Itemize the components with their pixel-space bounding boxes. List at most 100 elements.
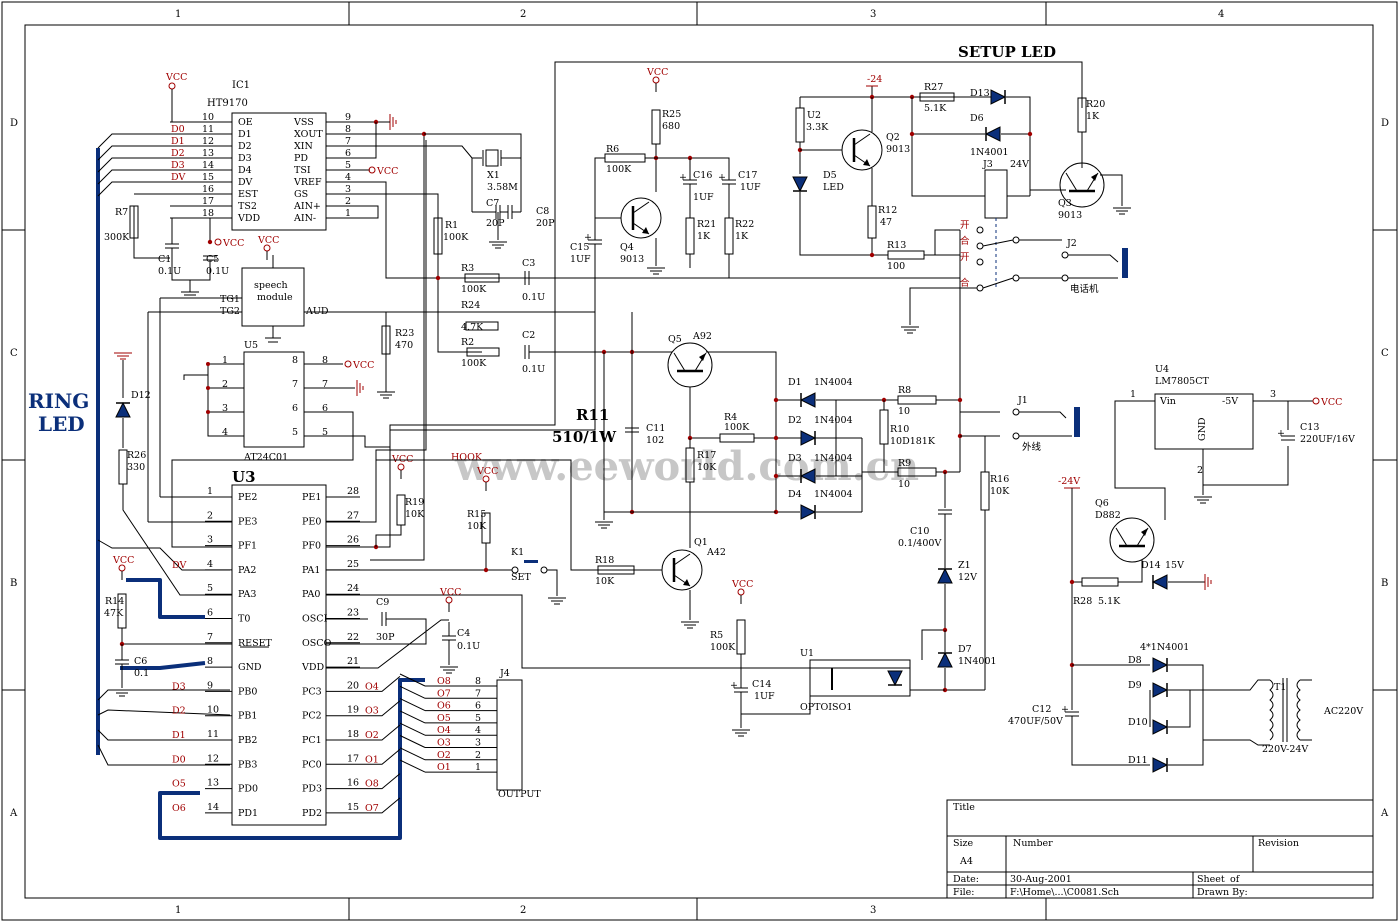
relay-common bbox=[1012, 236, 1020, 244]
u3-output-wire bbox=[360, 724, 401, 741]
u4-regulator: U4 LM7805CT Vin -5V GND 1 2 3 bbox=[1114, 364, 1313, 520]
j4-net-label: O2 bbox=[437, 750, 451, 761]
bridge-diode bbox=[799, 468, 816, 484]
r28-ref: R28 bbox=[1073, 596, 1092, 607]
u3-pin-number: 27 bbox=[347, 510, 359, 521]
u5-ext-pin-number: 5 bbox=[322, 427, 328, 438]
j2-ref: J2 bbox=[1066, 238, 1077, 249]
wire bbox=[375, 525, 402, 547]
j4-net-label: O3 bbox=[437, 738, 451, 749]
ic1-pin-name: EST bbox=[238, 189, 258, 200]
ic1-pin-name: AIN- bbox=[293, 213, 316, 224]
r26-ref: R26 bbox=[127, 450, 146, 461]
u3-pin-number: 5 bbox=[207, 583, 213, 594]
bridge-4x1n4001: 4*1N4001 bbox=[1140, 642, 1189, 653]
tb-title: Title bbox=[953, 802, 975, 813]
r1-value: 100K bbox=[443, 232, 469, 243]
junction-dot bbox=[773, 473, 779, 479]
u3-pin-name: PB2 bbox=[238, 735, 257, 746]
r10-resistor bbox=[879, 409, 889, 445]
j4-pin-number: 1 bbox=[475, 762, 481, 773]
j4-pin-number: 2 bbox=[475, 750, 481, 761]
ic1-pin-name: TS2 bbox=[238, 201, 257, 212]
ic1-vdd-vcc: VCC bbox=[214, 238, 244, 249]
neg24-label: -24 bbox=[867, 74, 882, 85]
u3-pin-number: 23 bbox=[347, 608, 359, 619]
relay-ground bbox=[901, 326, 919, 334]
ic1-pin-name: AIN+ bbox=[293, 201, 321, 212]
j1-contact bbox=[1012, 432, 1020, 440]
ic1-pin-number: 6 bbox=[345, 148, 351, 159]
external-line-label: 外线 bbox=[1022, 441, 1042, 453]
z1-ref: Z1 bbox=[958, 560, 971, 571]
c6-capacitor bbox=[115, 659, 129, 665]
vcc-circle bbox=[344, 360, 352, 368]
r10-value: 10D181K bbox=[890, 436, 936, 447]
ic1-pin-name: VDD bbox=[237, 213, 260, 224]
q1-value: A42 bbox=[706, 547, 726, 558]
u3-pin-name: PE0 bbox=[302, 516, 321, 527]
q4-value: 9013 bbox=[620, 254, 644, 265]
diode-body bbox=[1151, 574, 1168, 590]
relay-contact bbox=[976, 242, 984, 250]
switch-actuator bbox=[524, 560, 538, 563]
wire bbox=[209, 217, 232, 244]
frame-col-1-bottom: 1 bbox=[175, 905, 181, 916]
tb-file: File: bbox=[953, 887, 975, 898]
ic1-pin-number: 14 bbox=[202, 160, 214, 171]
c7-ref: C7 bbox=[486, 198, 499, 209]
vcc-circle bbox=[168, 82, 176, 90]
hook-label: HOOK bbox=[451, 452, 483, 463]
j3-value: 24V bbox=[1010, 159, 1029, 170]
relay-contact-label: 合 bbox=[960, 277, 970, 289]
u3-pin-number: 26 bbox=[347, 535, 359, 546]
u3-net-label: O4 bbox=[365, 681, 379, 692]
q3-ref: Q3 bbox=[1058, 198, 1072, 209]
wire bbox=[547, 569, 558, 596]
r23-ground bbox=[377, 391, 395, 399]
d5-value: LED bbox=[823, 182, 844, 193]
ic1-pin-name: D4 bbox=[238, 165, 252, 176]
r28-value: 5.1K bbox=[1098, 596, 1121, 607]
ic1-pin-name: OE bbox=[238, 117, 253, 128]
u4-pin2: 2 bbox=[1197, 465, 1203, 476]
u3-pin-name: PB0 bbox=[238, 686, 257, 697]
r6-resistor bbox=[604, 153, 646, 163]
wire bbox=[133, 206, 170, 259]
t1-ref: T1 bbox=[1274, 682, 1286, 693]
psu-diode-ref: D11 bbox=[1128, 755, 1148, 766]
r15-vcc: VCC bbox=[476, 466, 498, 491]
ic1-pin-number: 8 bbox=[345, 124, 351, 135]
j4-net-label: O5 bbox=[437, 713, 451, 724]
relay-contact bbox=[976, 258, 984, 266]
ic1-pin-number: 3 bbox=[345, 184, 351, 195]
r5-resistor bbox=[736, 619, 746, 655]
ic1-ref: IC1 bbox=[232, 80, 250, 91]
u3-pin-number: 13 bbox=[207, 778, 219, 789]
j4-bus-tap bbox=[399, 673, 426, 687]
diode-body bbox=[800, 430, 817, 446]
d6-value: 1N4001 bbox=[970, 147, 1009, 158]
diode-body bbox=[1152, 719, 1169, 735]
frame-row-b-right: B bbox=[1381, 578, 1388, 589]
ic1-pin-name: D3 bbox=[238, 153, 252, 164]
j4-pin-number: 7 bbox=[475, 688, 481, 699]
u3-pin-name: PF1 bbox=[238, 541, 257, 552]
vcc-label: VCC bbox=[1320, 397, 1342, 408]
u1-led bbox=[887, 670, 903, 687]
c15-ref: C15 bbox=[570, 242, 589, 253]
bridge-diode bbox=[799, 392, 816, 408]
r1-ref: R1 bbox=[445, 220, 458, 231]
d14-ground bbox=[1204, 574, 1212, 590]
ic1-ground bbox=[389, 114, 397, 130]
u3-pin-number: 19 bbox=[347, 705, 359, 716]
u5-part: AT24C01 bbox=[243, 452, 288, 463]
r9-ref: R9 bbox=[898, 458, 911, 469]
u3-pin-name: PE3 bbox=[238, 516, 257, 527]
ic1-pin-name: XIN bbox=[294, 141, 313, 152]
vcc-label: VCC bbox=[352, 360, 374, 371]
j4-pin-number: 8 bbox=[475, 676, 481, 687]
u3-pin-name: PA3 bbox=[238, 589, 256, 600]
cap-plus: + bbox=[718, 172, 726, 183]
j4-pin-number: 5 bbox=[475, 713, 481, 724]
